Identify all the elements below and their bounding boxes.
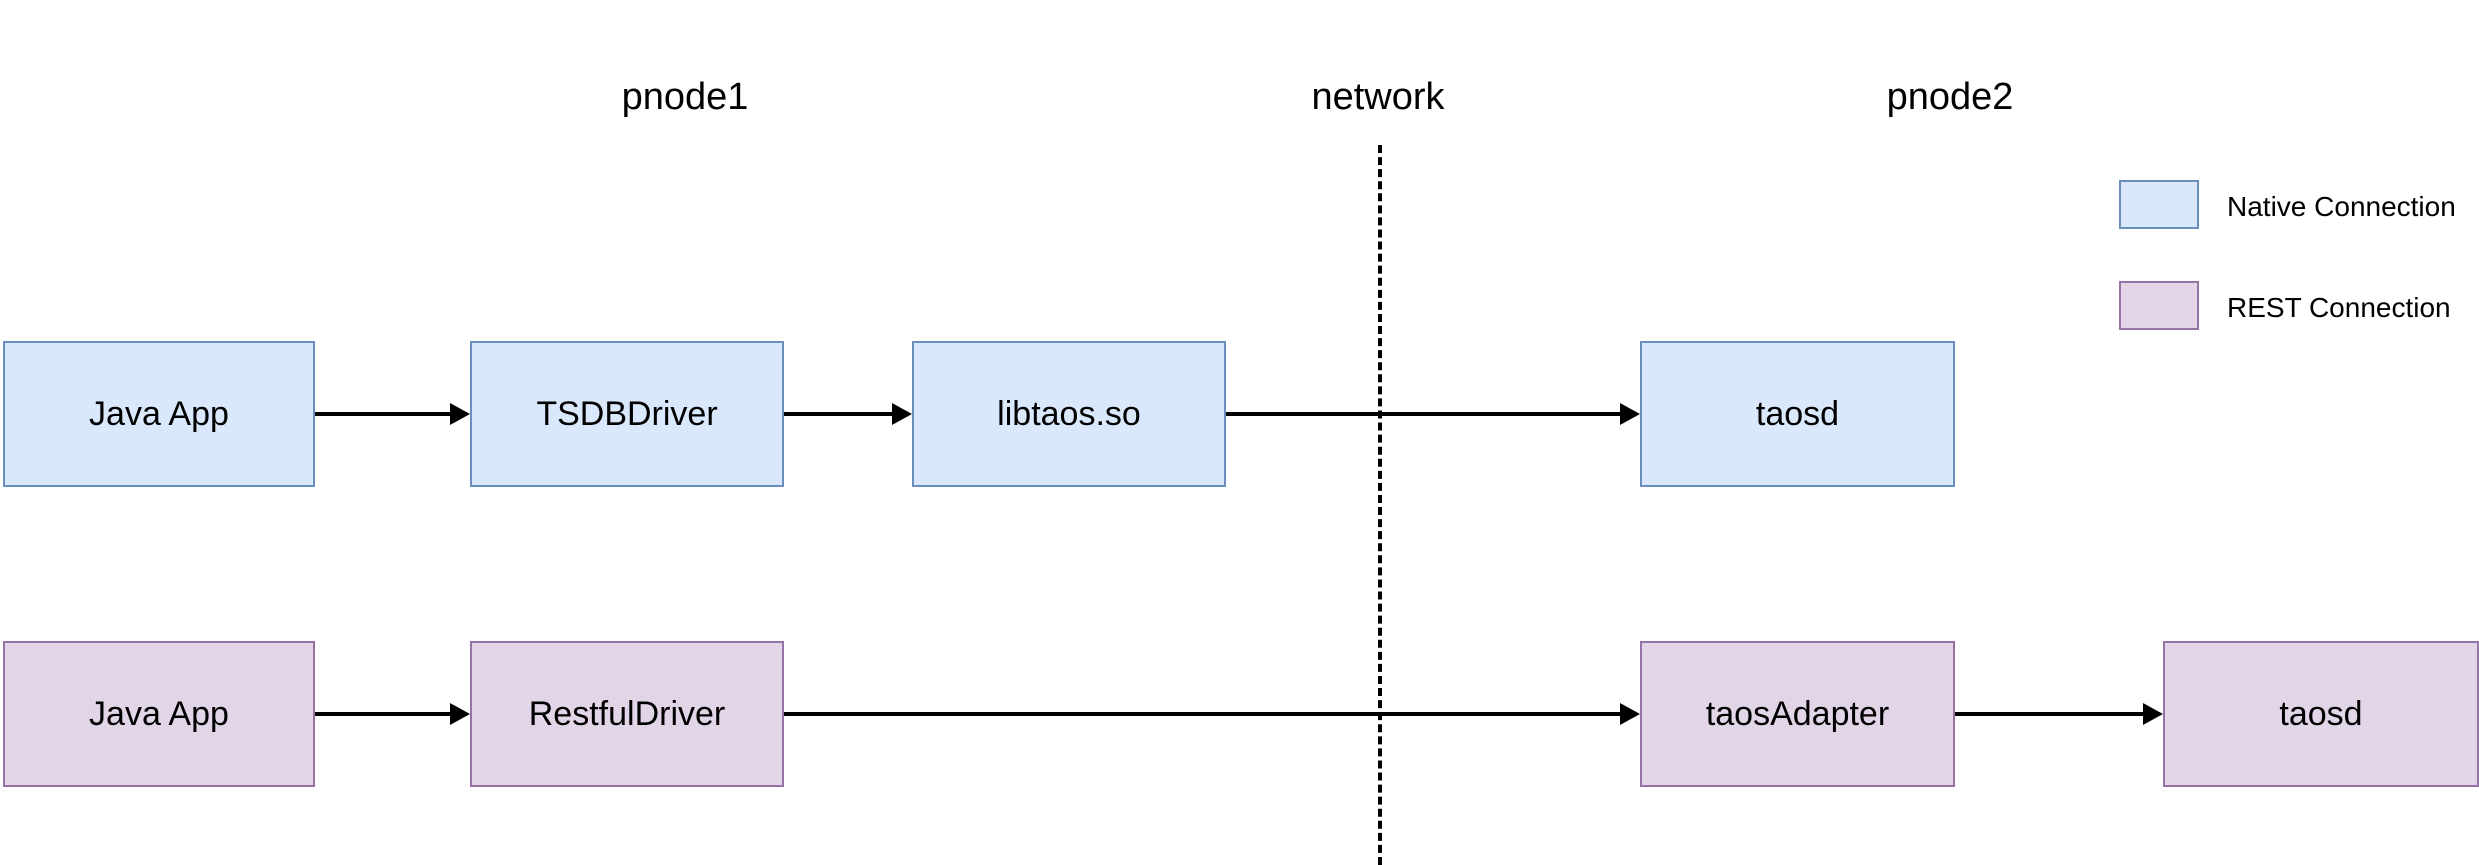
network-divider [1378, 145, 1382, 865]
arrowhead-native-javaapp-to-tsdbdriver [450, 403, 470, 425]
legend-label-native-connection: Native Connection [2227, 191, 2456, 222]
legend-swatch-native-connection [2119, 180, 2199, 229]
arrowhead-rest-taosadapter-to-taosd [2143, 703, 2163, 725]
edge-rest-restfuldriver-to-taosadapter [784, 712, 1620, 716]
node-native-libtaos-so[interactable]: libtaos.so [912, 341, 1226, 487]
node-rest-java-app[interactable]: Java App [3, 641, 315, 787]
arrowhead-native-tsdbdriver-to-libtaos [892, 403, 912, 425]
edge-rest-taosadapter-to-taosd [1955, 712, 2143, 716]
node-native-tsdbdriver[interactable]: TSDBDriver [470, 341, 784, 487]
legend-label-rest-connection: REST Connection [2227, 292, 2451, 323]
arrowhead-rest-javaapp-to-restfuldriver [450, 703, 470, 725]
arrowhead-native-libtaos-to-taosd [1620, 403, 1640, 425]
node-native-java-app[interactable]: Java App [3, 341, 315, 487]
arrowhead-rest-restfuldriver-to-taosadapter [1620, 703, 1640, 725]
node-native-taosd[interactable]: taosd [1640, 341, 1955, 487]
zone-label-network: network [1311, 76, 1445, 118]
legend-swatch-rest-connection [2119, 281, 2199, 330]
node-rest-taosd[interactable]: taosd [2163, 641, 2479, 787]
zone-label-pnode1: pnode1 [621, 76, 749, 118]
zone-label-pnode2: pnode2 [1886, 76, 2014, 118]
edge-rest-javaapp-to-restfuldriver [315, 712, 450, 716]
edge-native-tsdbdriver-to-libtaos [784, 412, 892, 416]
node-rest-restfuldriver[interactable]: RestfulDriver [470, 641, 784, 787]
node-rest-taosadapter[interactable]: taosAdapter [1640, 641, 1955, 787]
edge-native-libtaos-to-taosd [1226, 412, 1620, 416]
edge-native-javaapp-to-tsdbdriver [315, 412, 450, 416]
